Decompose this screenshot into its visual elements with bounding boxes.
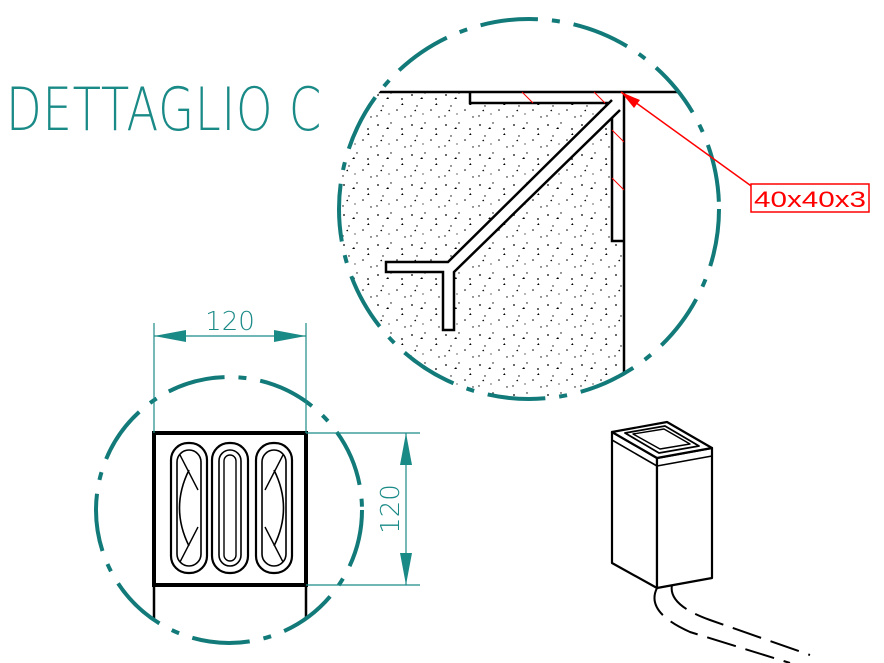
detail-c-view	[337, 17, 721, 401]
angle-callout: 40x40x3	[620, 91, 870, 213]
detail-title: DETTAGLIO C	[6, 75, 322, 145]
angle-size-label: 40x40x3	[754, 187, 866, 212]
height-arrow-top	[400, 433, 412, 465]
angle-horizontal-leg	[468, 92, 612, 105]
angle-vertical-leg	[610, 103, 624, 243]
isometric-post	[610, 420, 714, 590]
anchor-bar	[384, 99, 621, 332]
plan-detail-view	[94, 375, 364, 645]
hidden-pipe-left	[653, 587, 791, 663]
plan-detail-circle	[94, 375, 364, 645]
height-dimension-label: 120	[376, 484, 406, 534]
width-arrow-right	[274, 330, 306, 342]
detail-c-circle	[337, 17, 721, 401]
height-arrow-bottom	[400, 553, 412, 585]
post-right-face	[655, 446, 714, 590]
slot-middle	[210, 441, 250, 575]
width-arrow-left	[154, 330, 186, 342]
post-left-face	[610, 430, 659, 590]
post-top-inner	[632, 428, 691, 450]
width-dimension	[153, 323, 307, 433]
post-rim-lip-right	[656, 455, 713, 467]
callout-leader	[620, 91, 755, 189]
height-dimension	[306, 432, 420, 586]
callout-arrowhead	[621, 92, 640, 108]
angle-section-hatch	[521, 91, 625, 191]
width-dimension-label: 120	[205, 307, 255, 337]
post-top-rim	[624, 425, 700, 454]
hidden-pipe-right	[670, 584, 811, 656]
callout-box	[750, 183, 870, 213]
slot-right	[254, 441, 294, 575]
slot-left	[169, 441, 209, 575]
post-rim-lip	[611, 439, 658, 467]
hidden-pipe	[653, 584, 811, 663]
